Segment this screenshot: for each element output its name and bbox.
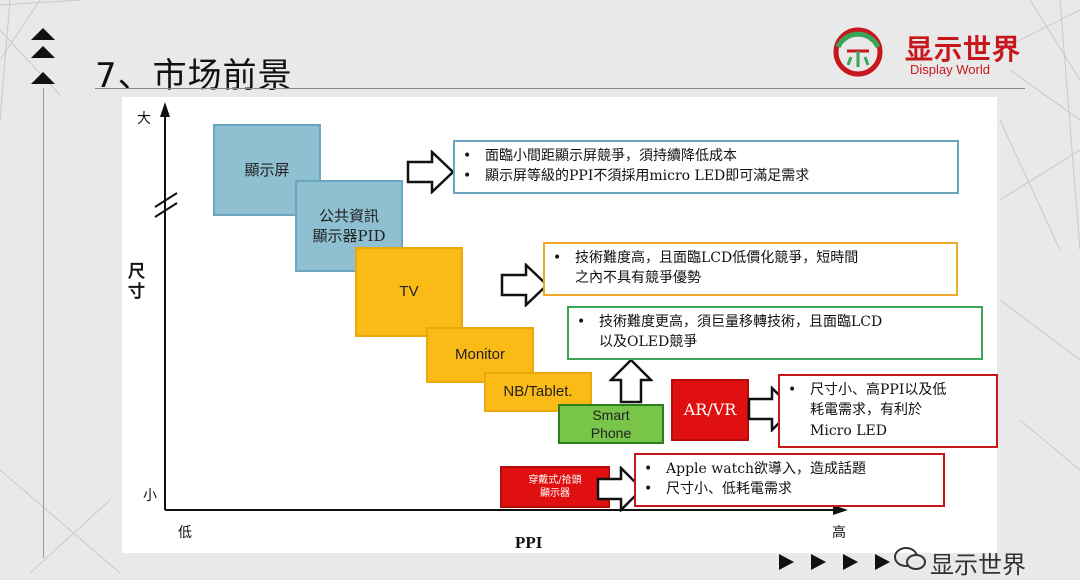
bullet: •	[644, 481, 653, 498]
bullet: •	[463, 148, 472, 164]
bullet: •	[553, 250, 562, 266]
y-axis-low-label: 小	[143, 488, 157, 504]
axes	[154, 102, 848, 515]
ar-vr-note: • 尺寸小、高PPI以及低 耗電需求，有利於 Micro LED	[778, 374, 998, 448]
title-divider	[95, 88, 1025, 89]
ar-vr-note-line-1: 尺寸小、高PPI以及低	[810, 382, 947, 398]
display-note-line-2: 顯示屏等級的PPI不須採用micro LED即可滿足需求	[485, 168, 810, 185]
logo-name: 显示世界	[905, 33, 1022, 66]
ar-vr-note-line-2: 耗電需求，有利於	[810, 402, 922, 419]
triangle-up-icon	[31, 28, 55, 40]
logo-icon	[833, 27, 883, 77]
wearable-block: 穿戴式/拾頭 顯示器	[500, 466, 610, 508]
ar-vr-block: AR/VR	[671, 379, 749, 441]
display-note-line-1: 面臨小間距顯示屏競爭，須持續降低成本	[485, 148, 737, 164]
bullet: •	[788, 382, 797, 398]
monitor-note-line-2: 以及OLED競爭	[599, 334, 698, 351]
tv-note-line-1: 技術難度高，且面臨LCD低價化競爭，短時間	[575, 250, 859, 266]
logo-subtitle: Display World	[910, 62, 990, 77]
x-axis-low-label: 低	[178, 525, 192, 541]
triangle-right-icon	[811, 554, 826, 570]
triangle-right-icon	[875, 554, 890, 570]
bullet: •	[463, 168, 472, 185]
triangle-right-icon	[843, 554, 858, 570]
x-axis-label: PPI	[515, 533, 543, 552]
arrow-right-icon	[500, 263, 549, 307]
wearable-note-line-2: 尺寸小、低耗電需求	[666, 481, 792, 498]
monitor-note-line-1: 技術難度更高，須巨量移轉技術，且面臨LCD	[599, 314, 883, 330]
tv-block: TV	[355, 247, 463, 337]
tv-note: • 技術難度高，且面臨LCD低價化競爭，短時間 之內不具有競爭優勢	[543, 242, 958, 296]
display-note: • 面臨小間距顯示屏競爭，須持續降低成本 • 顯示屏等級的PPI不須採用micro …	[453, 140, 959, 194]
arrow-up-icon	[609, 358, 653, 404]
ar-vr-note-line-3: Micro LED	[810, 422, 887, 439]
slide-title: 7、市场前景	[95, 56, 293, 96]
wearable-note-line-1: Apple watch欲導入，造成話題	[666, 461, 867, 477]
wechat-icon	[894, 547, 926, 570]
triangle-up-icon	[31, 46, 55, 58]
y-axis-high-label: 大	[137, 111, 151, 127]
arrow-right-icon	[596, 466, 644, 512]
monitor-note: • 技術難度更高，須巨量移轉技術，且面臨LCD 以及OLED競爭	[567, 306, 983, 360]
x-axis-high-label: 高	[832, 525, 846, 541]
left-vertical-rule	[43, 88, 44, 558]
triangle-up-icon	[31, 72, 55, 84]
bullet: •	[644, 461, 653, 477]
smartphone-block: Smart Phone	[558, 404, 664, 444]
tv-note-line-2: 之內不具有競爭優勢	[575, 270, 701, 287]
wearable-note: • Apple watch欲導入，造成話題 • 尺寸小、低耗電需求	[634, 453, 945, 507]
triangle-right-icon	[779, 554, 794, 570]
y-axis-label: 尺 寸	[128, 262, 145, 303]
bullet: •	[577, 314, 586, 330]
watermark: 显示世界	[930, 551, 1026, 579]
arrow-right-icon	[406, 150, 455, 194]
